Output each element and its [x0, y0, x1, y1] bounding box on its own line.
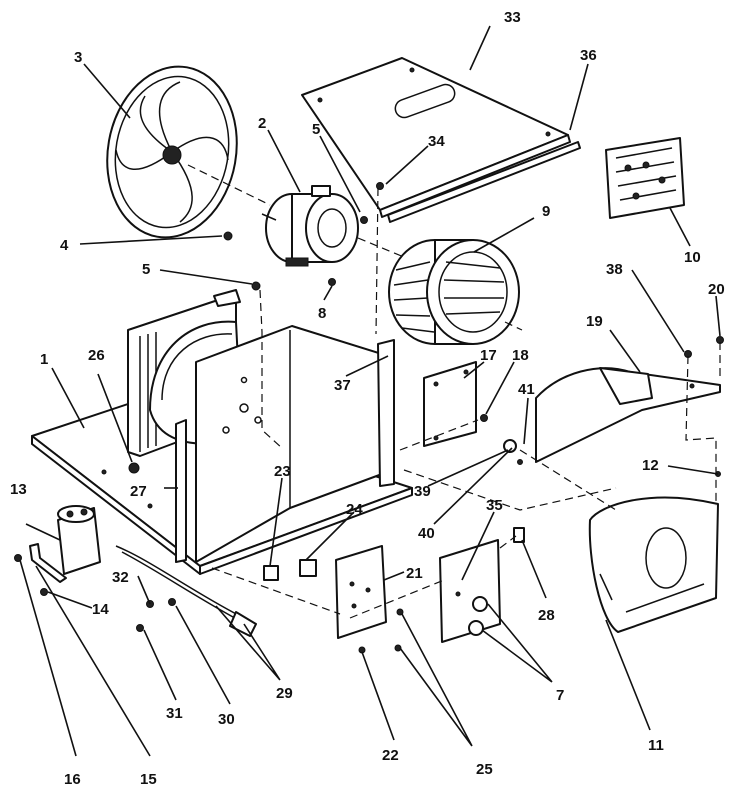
clip-28	[513, 527, 525, 543]
callout-16: 16	[64, 771, 81, 788]
callout-39: 39	[414, 483, 431, 500]
side-partition-panel	[423, 361, 477, 447]
control-box-panel	[335, 545, 387, 639]
callout-5-upper: 5	[312, 121, 320, 138]
callout-3: 3	[74, 49, 82, 66]
callout-2: 2	[258, 115, 266, 132]
callout-9: 9	[542, 203, 550, 220]
assembly-guide-lines	[211, 187, 721, 619]
corner-post	[377, 339, 395, 487]
callout-33: 33	[504, 9, 521, 26]
callout-22: 22	[382, 747, 399, 764]
callout-4: 4	[60, 237, 69, 254]
wiring-harness	[115, 545, 257, 637]
relay-23	[263, 565, 279, 581]
callout-19: 19	[586, 313, 603, 330]
callout-14: 14	[92, 601, 109, 618]
callout-12: 12	[642, 457, 659, 474]
callout-20: 20	[708, 281, 725, 298]
run-capacitor	[57, 505, 101, 575]
callout-35: 35	[486, 497, 503, 514]
condenser-fan-blade	[106, 65, 238, 239]
callout-10: 10	[684, 249, 701, 266]
capacitor-bracket	[29, 543, 67, 583]
callout-25-a: 25	[476, 761, 493, 778]
grommet-a	[472, 596, 488, 612]
callout-labels: 1 2 3 4 5 5 7 8 9 10 11 12 13 14 15 16 1…	[10, 9, 725, 788]
grommet-b	[468, 620, 484, 636]
callout-8: 8	[318, 305, 326, 322]
callout-27: 27	[130, 483, 147, 500]
callout-32: 32	[112, 569, 129, 586]
callout-11: 11	[648, 737, 664, 754]
callout-37: 37	[334, 377, 351, 394]
callout-5-lower: 5	[142, 261, 150, 278]
callout-18: 18	[512, 347, 529, 364]
callout-41: 41	[518, 381, 535, 398]
callout-24: 24	[346, 501, 363, 518]
top-rail-strip	[387, 141, 581, 223]
callout-1: 1	[40, 351, 48, 368]
callout-17: 17	[480, 347, 497, 364]
divider-strip	[175, 419, 187, 563]
top-cover-panel	[301, 57, 571, 218]
callout-34: 34	[428, 133, 445, 150]
callout-23: 23	[274, 463, 291, 480]
callout-38: 38	[606, 261, 623, 278]
hardware-screws	[14, 182, 724, 654]
callout-31: 31	[166, 705, 183, 722]
fan-motor	[261, 185, 359, 267]
callout-29: 29	[276, 685, 293, 702]
blower-scroll-housing	[588, 496, 719, 633]
callout-36: 36	[580, 47, 597, 64]
callout-leaders	[19, 25, 721, 757]
callout-30: 30	[218, 711, 235, 728]
callout-7: 7	[556, 687, 564, 704]
control-bracket	[605, 137, 685, 219]
callout-13: 13	[10, 481, 27, 498]
callout-40: 40	[418, 525, 435, 542]
callout-26: 26	[88, 347, 105, 364]
relay-24	[299, 559, 317, 577]
callout-28: 28	[538, 607, 555, 624]
fitting-40	[503, 439, 517, 453]
callout-21: 21	[406, 565, 423, 582]
callout-15: 15	[140, 771, 157, 788]
blower-wheel	[388, 239, 520, 345]
blower-housing-top	[535, 367, 721, 463]
